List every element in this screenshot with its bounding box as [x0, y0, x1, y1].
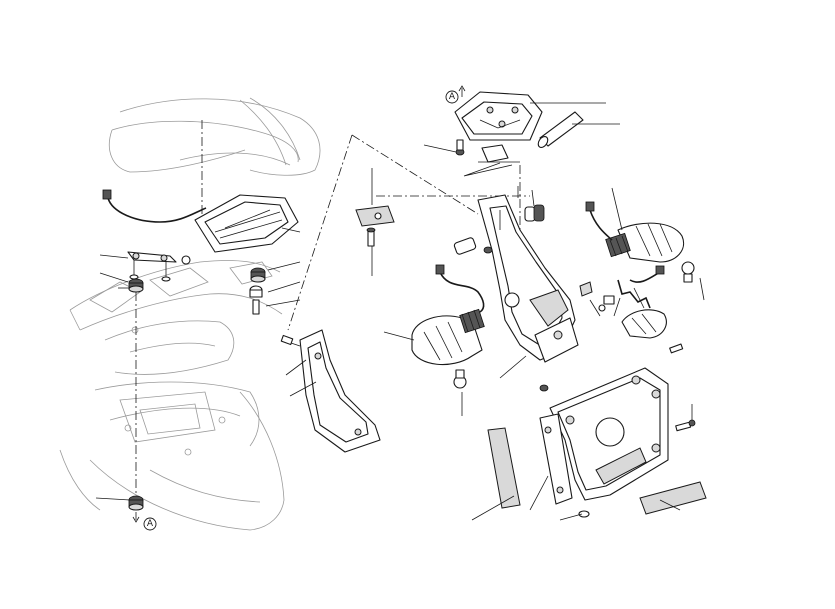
nut-lower: [539, 384, 590, 518]
assembly-line-left: [287, 134, 353, 331]
light-bracket-small: [355, 205, 395, 247]
turn-signal-left-connector-icon: [435, 264, 445, 275]
reflector-left: [487, 427, 521, 509]
tail-light-assembly: [102, 120, 299, 253]
bulb-left: [453, 369, 467, 389]
license-light-connector-icon: [655, 265, 665, 275]
license-plate-holder: [477, 194, 579, 363]
top-mount-plate: [454, 91, 543, 163]
assembly-line-top: [351, 134, 479, 215]
license-light-cover: [280, 329, 381, 453]
signal-stem-left: [453, 237, 493, 255]
turn-signal-right-connector-icon: [585, 201, 595, 212]
reference-marker-lower-label: A: [147, 519, 154, 529]
grommet-lower-left: [128, 495, 144, 523]
grommet-upper-left: [128, 278, 144, 293]
reference-marker-upper-label: A: [449, 92, 456, 102]
screw-plate-right: [675, 419, 696, 432]
number-plate-bracket: [549, 367, 669, 501]
turn-signal-right: [585, 201, 684, 263]
grommet-right-stack: [249, 267, 266, 315]
rubber-mount-top: [524, 204, 545, 222]
bulb-right: [681, 261, 695, 283]
license-light-lamp: [598, 265, 684, 354]
tail-light-bracket: [127, 251, 191, 282]
reference-marker-lower: A: [143, 517, 157, 531]
bolt-top-left: [455, 139, 465, 156]
turn-signal-left: [411, 264, 485, 366]
plate-side-bracket: [539, 413, 573, 505]
clip-small: [579, 281, 593, 297]
callout-leaders: [95, 102, 705, 521]
ghost-tail-bodywork: [59, 97, 321, 531]
reflector-lower: [639, 481, 707, 515]
tail-light-connector-icon: [102, 189, 112, 200]
reference-marker-upper: A: [445, 85, 466, 104]
spacer-tube: [537, 111, 584, 148]
